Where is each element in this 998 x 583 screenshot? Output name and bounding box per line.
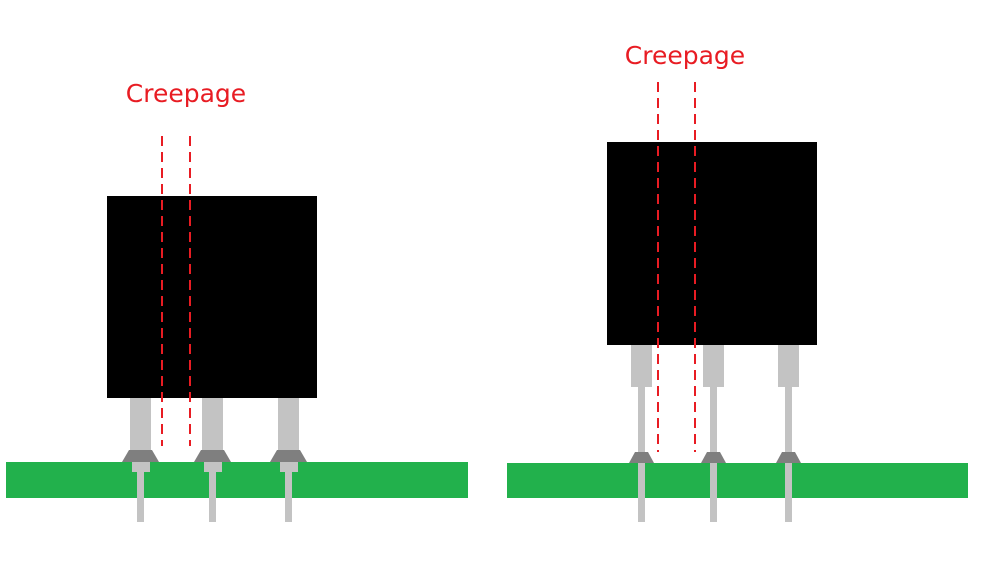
solder-joint bbox=[122, 450, 159, 462]
creepage-label-right: Creepage bbox=[625, 41, 745, 70]
solder-joints-right bbox=[629, 452, 801, 463]
pcb-board-left bbox=[6, 462, 468, 498]
lead-sleeve bbox=[278, 398, 299, 450]
pcb-board-right bbox=[507, 463, 968, 498]
lead-sleeve bbox=[130, 398, 151, 450]
lead-sleeve bbox=[202, 398, 223, 450]
component-body-left bbox=[107, 196, 317, 398]
lead-collar bbox=[204, 462, 222, 472]
solder-joint bbox=[629, 452, 654, 463]
solder-joint bbox=[776, 452, 801, 463]
lead-collar bbox=[132, 462, 150, 472]
solder-joints-left bbox=[122, 450, 307, 462]
component-body-right bbox=[607, 142, 817, 345]
panel-left: Creepage bbox=[6, 79, 468, 522]
lead-sleeve bbox=[778, 345, 799, 387]
creepage-label-left: Creepage bbox=[126, 79, 246, 108]
lead-wire bbox=[285, 470, 292, 522]
lead-sleeve bbox=[703, 345, 724, 387]
lead-wire bbox=[137, 470, 144, 522]
lead-sleeve bbox=[631, 345, 652, 387]
lead-collar bbox=[280, 462, 298, 472]
solder-joint bbox=[270, 450, 307, 462]
lead-wire bbox=[209, 470, 216, 522]
solder-joint bbox=[194, 450, 231, 462]
solder-joint bbox=[701, 452, 726, 463]
panel-right: Creepage bbox=[507, 41, 968, 522]
component-leads-left bbox=[130, 398, 299, 522]
